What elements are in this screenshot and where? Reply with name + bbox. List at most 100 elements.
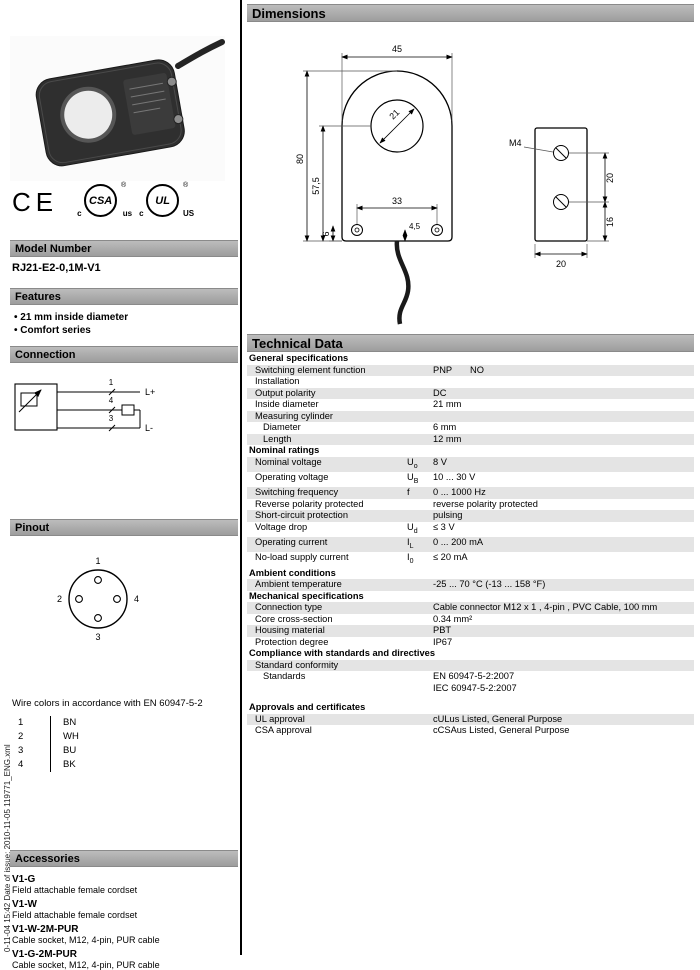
connection-pin4-label: 4: [109, 396, 114, 405]
tech-row-label: Standard conformity: [255, 659, 339, 670]
tech-row-label: Housing material: [255, 625, 325, 636]
dim-side-lower: 16: [605, 217, 615, 227]
wire-pin-number: 2: [18, 731, 24, 742]
dim-screw-offset: 4,5: [409, 222, 421, 231]
wire-color-code: BU: [50, 744, 100, 758]
wire-color-code: WH: [50, 730, 100, 744]
tech-row-value: [433, 411, 694, 423]
wire-color-row: 3 BU: [18, 744, 100, 758]
technical-data-header: Technical Data: [247, 334, 694, 352]
tech-row-symbol: Uo: [407, 456, 418, 470]
tech-row-label: Switching element function: [255, 364, 366, 375]
tech-section-header: Nominal ratings: [249, 445, 320, 455]
connection-pin1-label: 1: [109, 378, 114, 387]
csa-c-mark: c: [77, 209, 82, 218]
dimensions-drawing: 21 45 80 57,5 33 4,5 6 M4: [295, 44, 615, 325]
dim-edge-offset: 6: [321, 231, 331, 236]
ul-c-mark: c: [139, 209, 144, 218]
tech-row-value: 12 mm: [433, 433, 462, 444]
model-number-value: RJ21-E2-0,1M-V1: [12, 262, 101, 274]
accessories-header: Accessories: [10, 850, 238, 867]
tech-row-symbol: [407, 725, 433, 737]
tech-row-value: ≤ 3 V: [433, 521, 455, 532]
pinout-pin1-label: 1: [95, 556, 100, 566]
tech-section-header: Ambient conditions: [249, 567, 336, 578]
accessory-description: Cable socket, M12, 4-pin, PUR cable: [12, 960, 160, 970]
tech-row-value: [433, 660, 694, 672]
tech-row-label: Standards: [263, 671, 306, 682]
dim-height: 80: [295, 154, 305, 164]
tech-row-label: Operating voltage: [255, 471, 329, 482]
tech-data-row: UL approval cULus Listed, General Purpose: [247, 713, 694, 726]
tech-row-label: Voltage drop: [255, 521, 308, 532]
tech-row-label: Core cross-section: [255, 613, 333, 624]
tech-row-symbol: [407, 579, 433, 591]
accessory-name: V1-G: [12, 874, 36, 885]
tech-row-value: ≤ 20 mA: [433, 552, 468, 563]
tech-row-value: EN 60947-5-2:2007 IEC 60947-5-2:2007: [433, 671, 517, 693]
tech-row-value: 0 ... 1000 Hz: [433, 487, 486, 498]
tech-data-row: Housing material PBT: [247, 625, 694, 637]
tech-row-symbol: [407, 388, 433, 400]
tech-row-symbol: [407, 376, 433, 388]
csa-logo-text: CSA: [84, 184, 118, 217]
tech-row-label: Nominal voltage: [255, 456, 322, 467]
tech-data-row: Length 12 mm: [247, 433, 694, 445]
tech-row-label: Connection type: [255, 602, 323, 613]
tech-row-label: Reverse polarity protected: [255, 498, 364, 509]
tech-row-value: 0.34 mm²: [433, 613, 473, 624]
pinout-header: Pinout: [10, 519, 238, 536]
accessory-description: Field attachable female cordset: [12, 885, 138, 895]
tech-section-header: Mechanical specifications: [249, 590, 364, 601]
tech-row-symbol: IL: [407, 537, 414, 550]
tech-row-value: PBT: [433, 625, 452, 636]
tech-row-symbol: [407, 660, 433, 672]
tech-table-gap: [247, 694, 694, 702]
ce-logo: CE: [12, 186, 59, 217]
wire-color-code: BN: [50, 716, 100, 730]
product-photo: [10, 36, 225, 186]
tech-row-value: 6 mm: [433, 422, 457, 432]
features-header: Features: [10, 288, 238, 305]
tech-row-symbol: [407, 510, 433, 522]
tech-row-value: Cable connector M12 x 1 , 4-pin , PVC Ca…: [433, 602, 658, 613]
connection-diagram: 1 L+ 4 3 L-: [14, 378, 155, 433]
pinout-pin4-label: 4: [134, 594, 139, 604]
connection-plus-label: L+: [145, 387, 155, 397]
tech-row-label: UL approval: [255, 713, 305, 724]
tech-section-header: General specifications: [249, 353, 349, 363]
tech-data-row: Standard conformity: [247, 659, 694, 672]
tech-data-row: Ambient temperature-25 ... 70 °C (-13 ..…: [247, 579, 694, 591]
tech-row-label: Protection degree: [255, 636, 329, 647]
tech-row-value: 10 ... 30 V: [433, 471, 476, 482]
dim-side-span: 20: [605, 173, 615, 183]
tech-row-label: Ambient temperature: [255, 579, 342, 590]
tech-row-label: Length: [263, 433, 292, 444]
csa-registered-mark: ®: [120, 182, 127, 189]
tech-row-label: Diameter: [263, 422, 301, 432]
tech-row-value: 0 ... 200 mA: [433, 537, 484, 548]
right-column: Dimensions 21 45 80 57,5: [247, 0, 694, 955]
tech-row-value: cULus Listed, General Purpose: [433, 713, 563, 724]
tech-row-symbol: [407, 637, 433, 649]
wire-pin-number: 3: [18, 745, 24, 756]
csa-logo: CSA c us ®: [77, 182, 132, 220]
accessory-name: V1-W: [12, 899, 37, 910]
dim-thread: M4: [509, 138, 522, 148]
column-divider: [240, 0, 242, 955]
tech-row-label: Operating current: [255, 537, 328, 548]
tech-data-row: Core cross-section 0.34 mm²: [247, 614, 694, 626]
tech-section-header: Compliance with standards and directives: [249, 648, 435, 659]
connection-minus-label: L-: [145, 423, 153, 433]
ul-registered-mark: ®: [182, 182, 189, 189]
